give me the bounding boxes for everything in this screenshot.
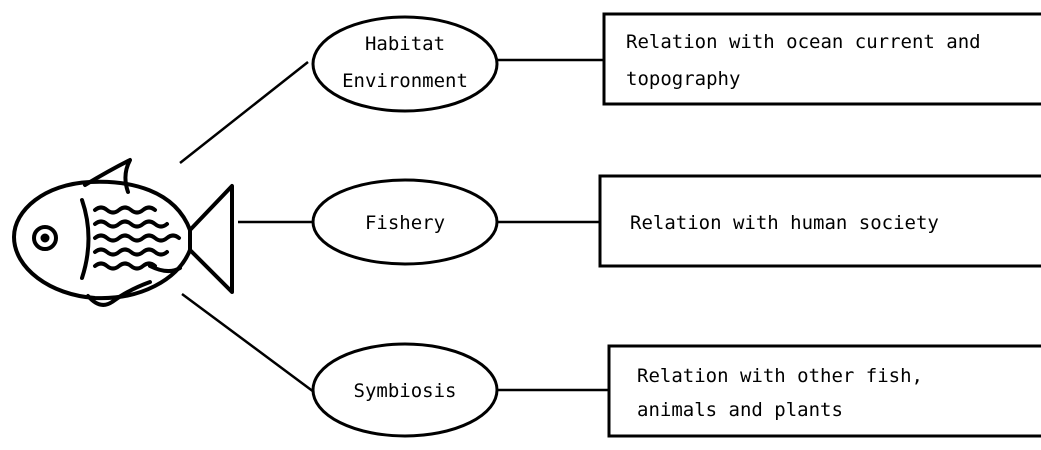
fishery-ellipse-line-1: Fishery	[365, 212, 445, 234]
connector-fish-symbiosis	[181, 292, 319, 397]
symbiosis-description-line-1: Relation with other fish,	[637, 365, 923, 387]
symbiosis-ellipse-line-1: Symbiosis	[354, 380, 457, 402]
fishery-description-box	[598, 174, 1041, 268]
fishery-description-line-1: Relation with human society	[630, 212, 939, 234]
habitat-ellipse-line-1: Habitat	[365, 33, 445, 55]
habitat-ellipse	[311, 15, 499, 113]
fish-icon	[12, 158, 234, 307]
node-habitat: Habitat Environment Relation with ocean …	[311, 12, 1041, 113]
habitat-description-box	[602, 12, 1041, 106]
node-fishery: Fishery Relation with human society	[311, 174, 1041, 268]
habitat-ellipse-line-2: Environment	[342, 70, 468, 92]
connector-fish-habitat	[179, 61, 309, 164]
symbiosis-description-box	[607, 344, 1041, 438]
habitat-description-line-2: topography	[626, 68, 740, 90]
habitat-description-line-1: Relation with ocean current and	[626, 31, 981, 53]
node-symbiosis: Symbiosis Relation with other fish, anim…	[311, 342, 1041, 438]
symbiosis-description-line-2: animals and plants	[637, 399, 843, 421]
